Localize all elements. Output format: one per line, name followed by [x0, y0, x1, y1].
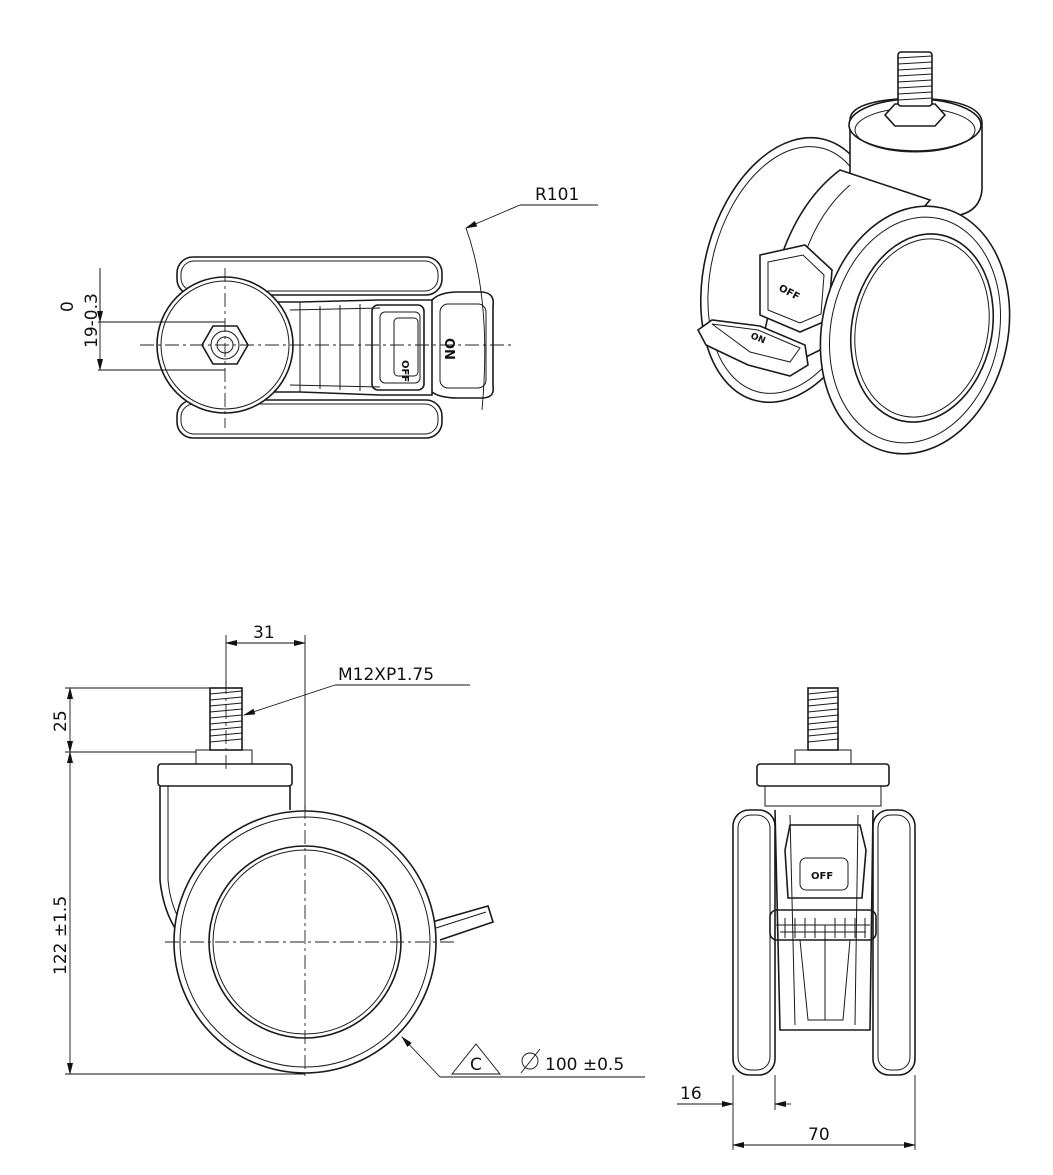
front-wheel-right: [872, 809, 916, 1076]
side-brake-lever: [431, 905, 494, 941]
thread-spec: M12XP1.75: [338, 665, 434, 685]
shaft-offset-upper: 0: [58, 301, 78, 312]
wheel-diameter: 100 ±0.5: [545, 1055, 624, 1075]
top-view-wheel-upper: [176, 256, 443, 296]
side-view: 31 M12XP1.75 25 122 ±1.5 C 100 ±0.5: [51, 623, 645, 1080]
radius-dimension: R101: [535, 185, 579, 205]
front-view: OFF 16 70: [677, 687, 916, 1150]
overall-width-dimension: 70: [808, 1125, 830, 1145]
wheel-class-triangle: [451, 1043, 501, 1075]
top-view-wheel-lower: [176, 399, 443, 439]
isometric-view: OFF ON: [696, 51, 1011, 455]
brake-pedal-top: [431, 291, 495, 399]
stem-length-dimension: 25: [51, 710, 71, 732]
front-off-label: OFF: [811, 871, 833, 882]
diameter-symbol-icon: [520, 1048, 541, 1074]
top-view: OFF ON R101 0 19-0.3: [58, 185, 598, 439]
shaft-offset-lower: 19-0.3: [82, 293, 102, 348]
top-off-label: OFF: [399, 360, 410, 382]
wheel-class: C: [470, 1055, 482, 1075]
iso-hex-nut: [883, 103, 947, 127]
wheel-width-dimension: 16: [680, 1084, 702, 1104]
front-wheel-left: [732, 809, 776, 1076]
stem-offset-dimension: 31: [253, 623, 275, 643]
front-brake-pedal: [769, 909, 877, 941]
top-on-label: ON: [441, 338, 456, 360]
height-dimension: 122 ±1.5: [51, 896, 71, 975]
